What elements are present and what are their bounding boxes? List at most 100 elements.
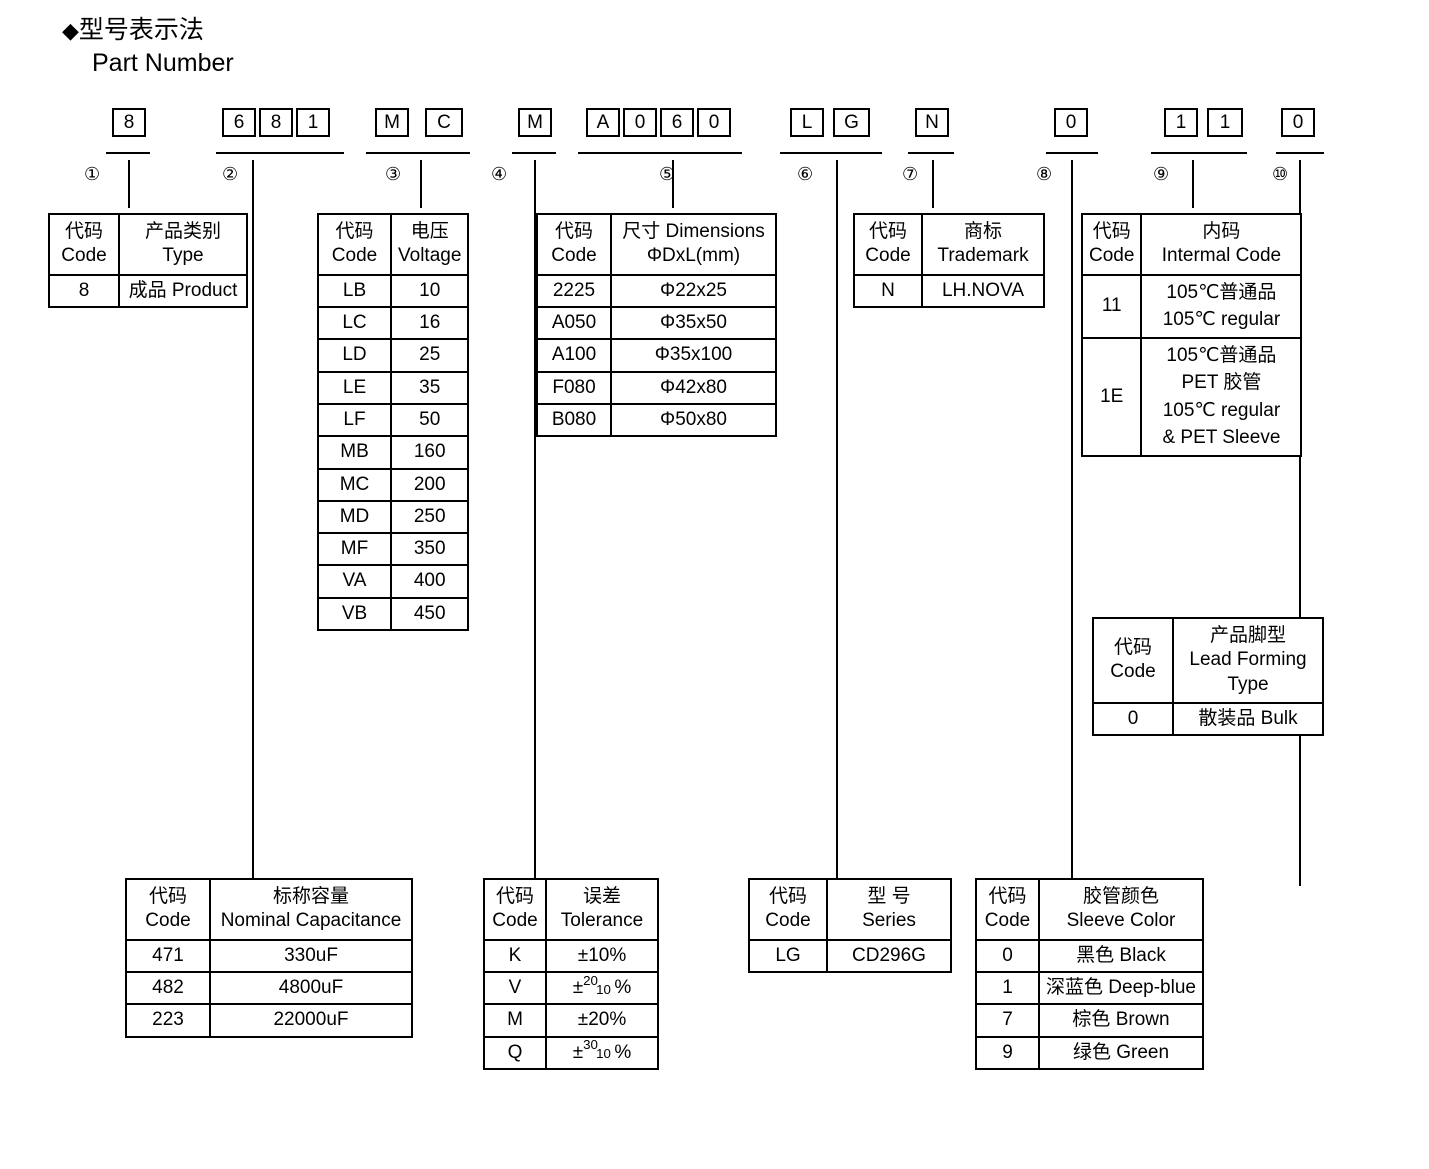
part-number-char-2: 6 [222,108,256,137]
dimensions-code-0: 2225 [536,273,612,308]
group-underline-10 [1276,152,1324,154]
series-value-cd296g: CD296G [826,938,952,973]
voltage-code-9: VA [317,564,392,599]
part-number-char-16: 1 [1164,108,1198,137]
group-dropline-2 [252,160,254,886]
capacitance-value-2: 22000uF [209,1003,413,1038]
lead-code-0: 0 [1092,701,1174,737]
capacitance-code-0: 471 [125,938,211,973]
tolerance-code-1: V [483,970,547,1006]
page-subtitle: Part Number [92,49,234,77]
dimensions-value-0: Φ22x25 [610,273,777,308]
dimensions-code-3: F080 [536,370,612,405]
voltage-value-0: 10 [389,273,470,308]
part-number-char-18: 0 [1281,108,1315,137]
voltage-value-7: 250 [389,499,470,535]
part-number-char-9: 0 [623,108,657,137]
part-number-char-11: 0 [697,108,731,137]
group-dropline-7 [932,160,934,208]
diamond-bullet-icon: ◆ [62,18,79,43]
voltage-code-8: MF [317,532,392,567]
group-underline-9 [1151,152,1247,154]
capacitance-code-2: 223 [125,1003,211,1038]
part-number-char-13: G [833,108,870,137]
page-title: ◆型号表示法 [62,10,204,46]
internal-value-1e: 105℃普通品 PET 胶管 105℃ regular & PET Sleeve [1140,336,1303,457]
part-number-char-1: 8 [112,108,146,137]
group-dropline-8 [1071,160,1073,886]
lead-value-bulk: 散装品 Bulk [1172,701,1324,737]
table-row: 1E 105℃普通品 PET 胶管 105℃ regular & PET Sle… [1080,336,1303,457]
table-row: LG CD296G [748,938,952,973]
voltage-value-8: 350 [389,532,470,567]
tolerance-value-0: ±10% [545,938,659,973]
group-underline-4 [512,152,556,154]
sleeve-value-3: 绿色 Green [1038,1035,1204,1070]
series-code-lg: LG [748,938,828,973]
internal-code-1e: 1E [1080,336,1143,457]
table-row: M±20% [483,1003,659,1038]
dimensions-code-1: A050 [536,305,612,341]
voltage-code-3: LE [317,370,392,405]
table-row: 0 散装品 Bulk [1092,701,1324,737]
voltage-value-2: 25 [389,338,470,373]
page-title-cn: 型号表示法 [78,16,204,44]
sleeve-value-1: 深蓝色 Deep-blue [1038,970,1204,1006]
voltage-code-6: MC [317,467,392,502]
table-row: 8 成品 Product [48,273,248,308]
dimensions-value-3: Φ42x80 [610,370,777,405]
group-dropline-1 [128,160,130,208]
sleeve-code-3: 9 [975,1035,1040,1070]
tolerance-code-0: K [483,938,547,973]
group-dropline-6 [836,160,838,886]
sleeve-code-2: 7 [975,1003,1040,1038]
group-marker-4: ④ [491,164,508,184]
voltage-value-3: 35 [389,370,470,405]
table-row: N LH.NOVA [853,273,1045,308]
capacitance-code-1: 482 [125,970,211,1006]
group-dropline-9 [1192,160,1194,208]
group-underline-2 [216,152,344,154]
voltage-code-10: VB [317,596,392,632]
group-underline-6 [780,152,882,154]
part-number-char-17: 1 [1207,108,1243,137]
